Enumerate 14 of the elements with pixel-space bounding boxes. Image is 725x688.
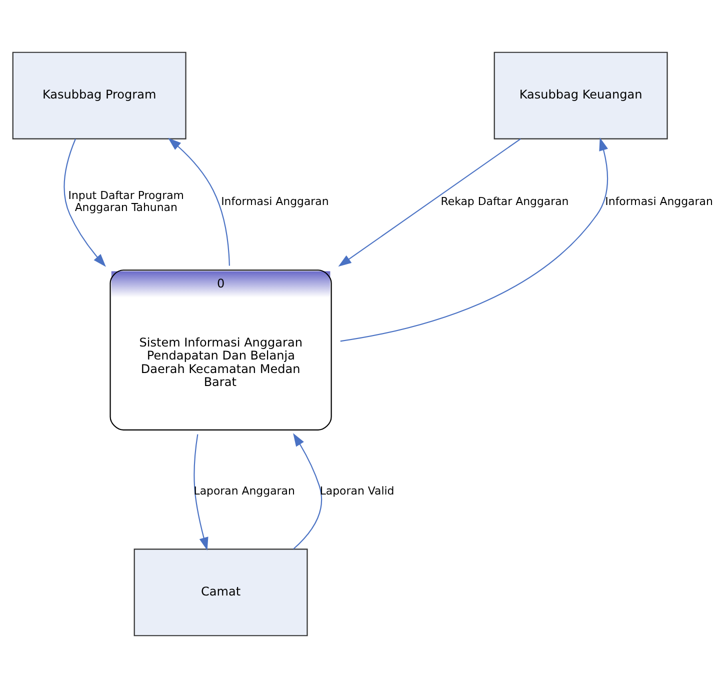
arrow — [64, 138, 106, 267]
arrow — [338, 138, 521, 267]
edge-label: Rekap Daftar Anggaran — [440, 195, 569, 208]
arrow — [194, 434, 208, 551]
edge-label: Informasi Anggaran — [605, 195, 713, 208]
node-box: Kasubbag Program — [12, 52, 186, 140]
node-box: Camat — [134, 548, 308, 636]
arrow — [168, 138, 230, 266]
arrow — [293, 433, 322, 550]
edge-label: Informasi Anggaran — [221, 195, 329, 208]
arrow — [340, 137, 608, 342]
edge-label: Input Daftar Program Anggaran Tahunan — [68, 189, 184, 214]
node-box: Kasubbag Keuangan — [494, 52, 668, 140]
edge-label: Laporan Valid — [320, 484, 394, 498]
